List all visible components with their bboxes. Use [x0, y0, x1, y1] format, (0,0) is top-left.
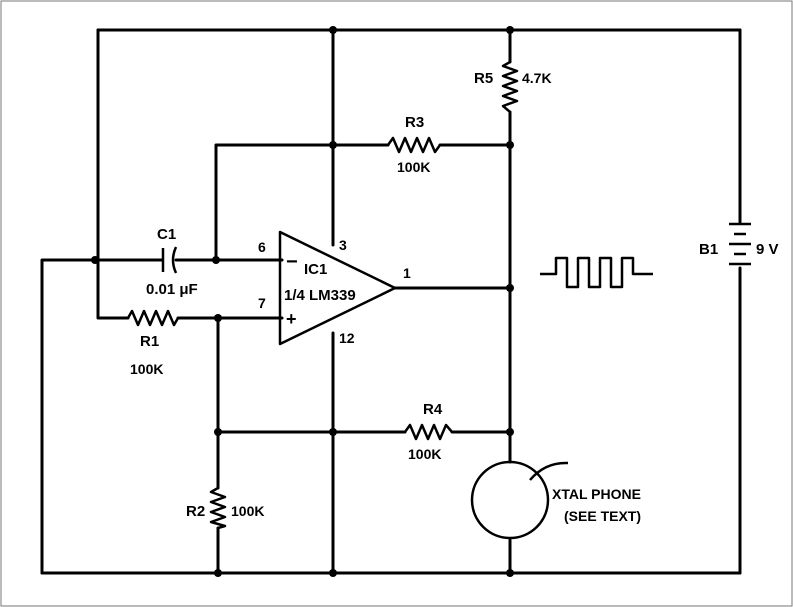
xtal-phone-circle	[470, 460, 550, 540]
r5-resistor: R5 4.7K	[474, 60, 552, 113]
junction-dot	[214, 428, 222, 436]
left-outer-wire	[40, 258, 97, 575]
square-wave-icon	[540, 256, 653, 289]
c1-name-label: C1	[157, 226, 176, 243]
ic1-plus-sign: +	[286, 309, 297, 329]
ic1-comparator: − + IC1 1/4 LM339 6 7 3 12 1	[258, 230, 411, 346]
junction-dot	[329, 26, 337, 34]
junction-dot	[91, 256, 99, 264]
r4-resistor: R4 100K	[403, 401, 453, 462]
xtal-phone-lead	[529, 461, 569, 481]
comparator-triangle	[278, 230, 397, 346]
xtal-phone-label: XTAL PHONE	[552, 486, 641, 502]
junction-dot	[329, 428, 337, 436]
junction-dot	[329, 141, 337, 149]
junction-dot	[506, 428, 514, 436]
c1-capacitor: C1 0.01 μF	[146, 226, 198, 298]
r5-value-label: 4.7K	[522, 70, 552, 86]
r2-zigzag	[209, 486, 227, 530]
r3-name-label: R3	[405, 114, 424, 131]
left-inner-wire	[96, 28, 130, 320]
ic1-part-label: 1/4 LM339	[284, 287, 356, 304]
ic1-pin-vcc: 3	[339, 237, 347, 253]
junctions	[91, 26, 514, 577]
junction-dot	[506, 26, 514, 34]
ic1-minus-sign: −	[286, 251, 298, 273]
ic1-pin-inverting: 6	[258, 239, 266, 255]
r2-resistor: R2 100K	[186, 486, 264, 530]
r5-zigzag	[501, 60, 519, 113]
r1-resistor: R1 100K	[126, 309, 180, 377]
xtal-phone: XTAL PHONE (SEE TEXT)	[470, 460, 641, 540]
r3-value-label: 100K	[397, 159, 430, 175]
ic1-pin-noninverting: 7	[258, 295, 266, 311]
r4-name-label: R4	[423, 401, 443, 418]
wires	[40, 28, 742, 575]
junction-dot	[212, 256, 220, 264]
r4-value-label: 100K	[408, 446, 441, 462]
junction-dot	[506, 141, 514, 149]
junction-dot	[506, 569, 514, 577]
r1-zigzag	[126, 309, 180, 327]
r2-name-label: R2	[186, 503, 205, 520]
b1-battery: B1 9 V	[699, 222, 779, 266]
b1-value-label: 9 V	[756, 241, 779, 258]
b1-name-label: B1	[699, 241, 718, 258]
r2-value-label: 100K	[231, 503, 264, 519]
junction-dot	[214, 314, 222, 322]
junction-dot	[214, 569, 222, 577]
ic1-name-label: IC1	[304, 261, 327, 278]
r3-zigzag	[386, 136, 442, 154]
r5-name-label: R5	[474, 70, 493, 87]
c1-value-label: 0.01 μF	[146, 281, 198, 298]
ic1-pin-out: 1	[403, 265, 411, 281]
xtal-phone-note: (SEE TEXT)	[564, 508, 641, 524]
c1-plate-right	[171, 246, 178, 274]
r3-resistor: R3 100K	[386, 114, 442, 175]
r4-zigzag	[403, 423, 453, 441]
r1-name-label: R1	[140, 333, 159, 350]
ic1-pin-gnd: 12	[339, 330, 355, 346]
junction-dot	[329, 569, 337, 577]
junction-dot	[506, 284, 514, 292]
r1-value-label: 100K	[130, 361, 163, 377]
